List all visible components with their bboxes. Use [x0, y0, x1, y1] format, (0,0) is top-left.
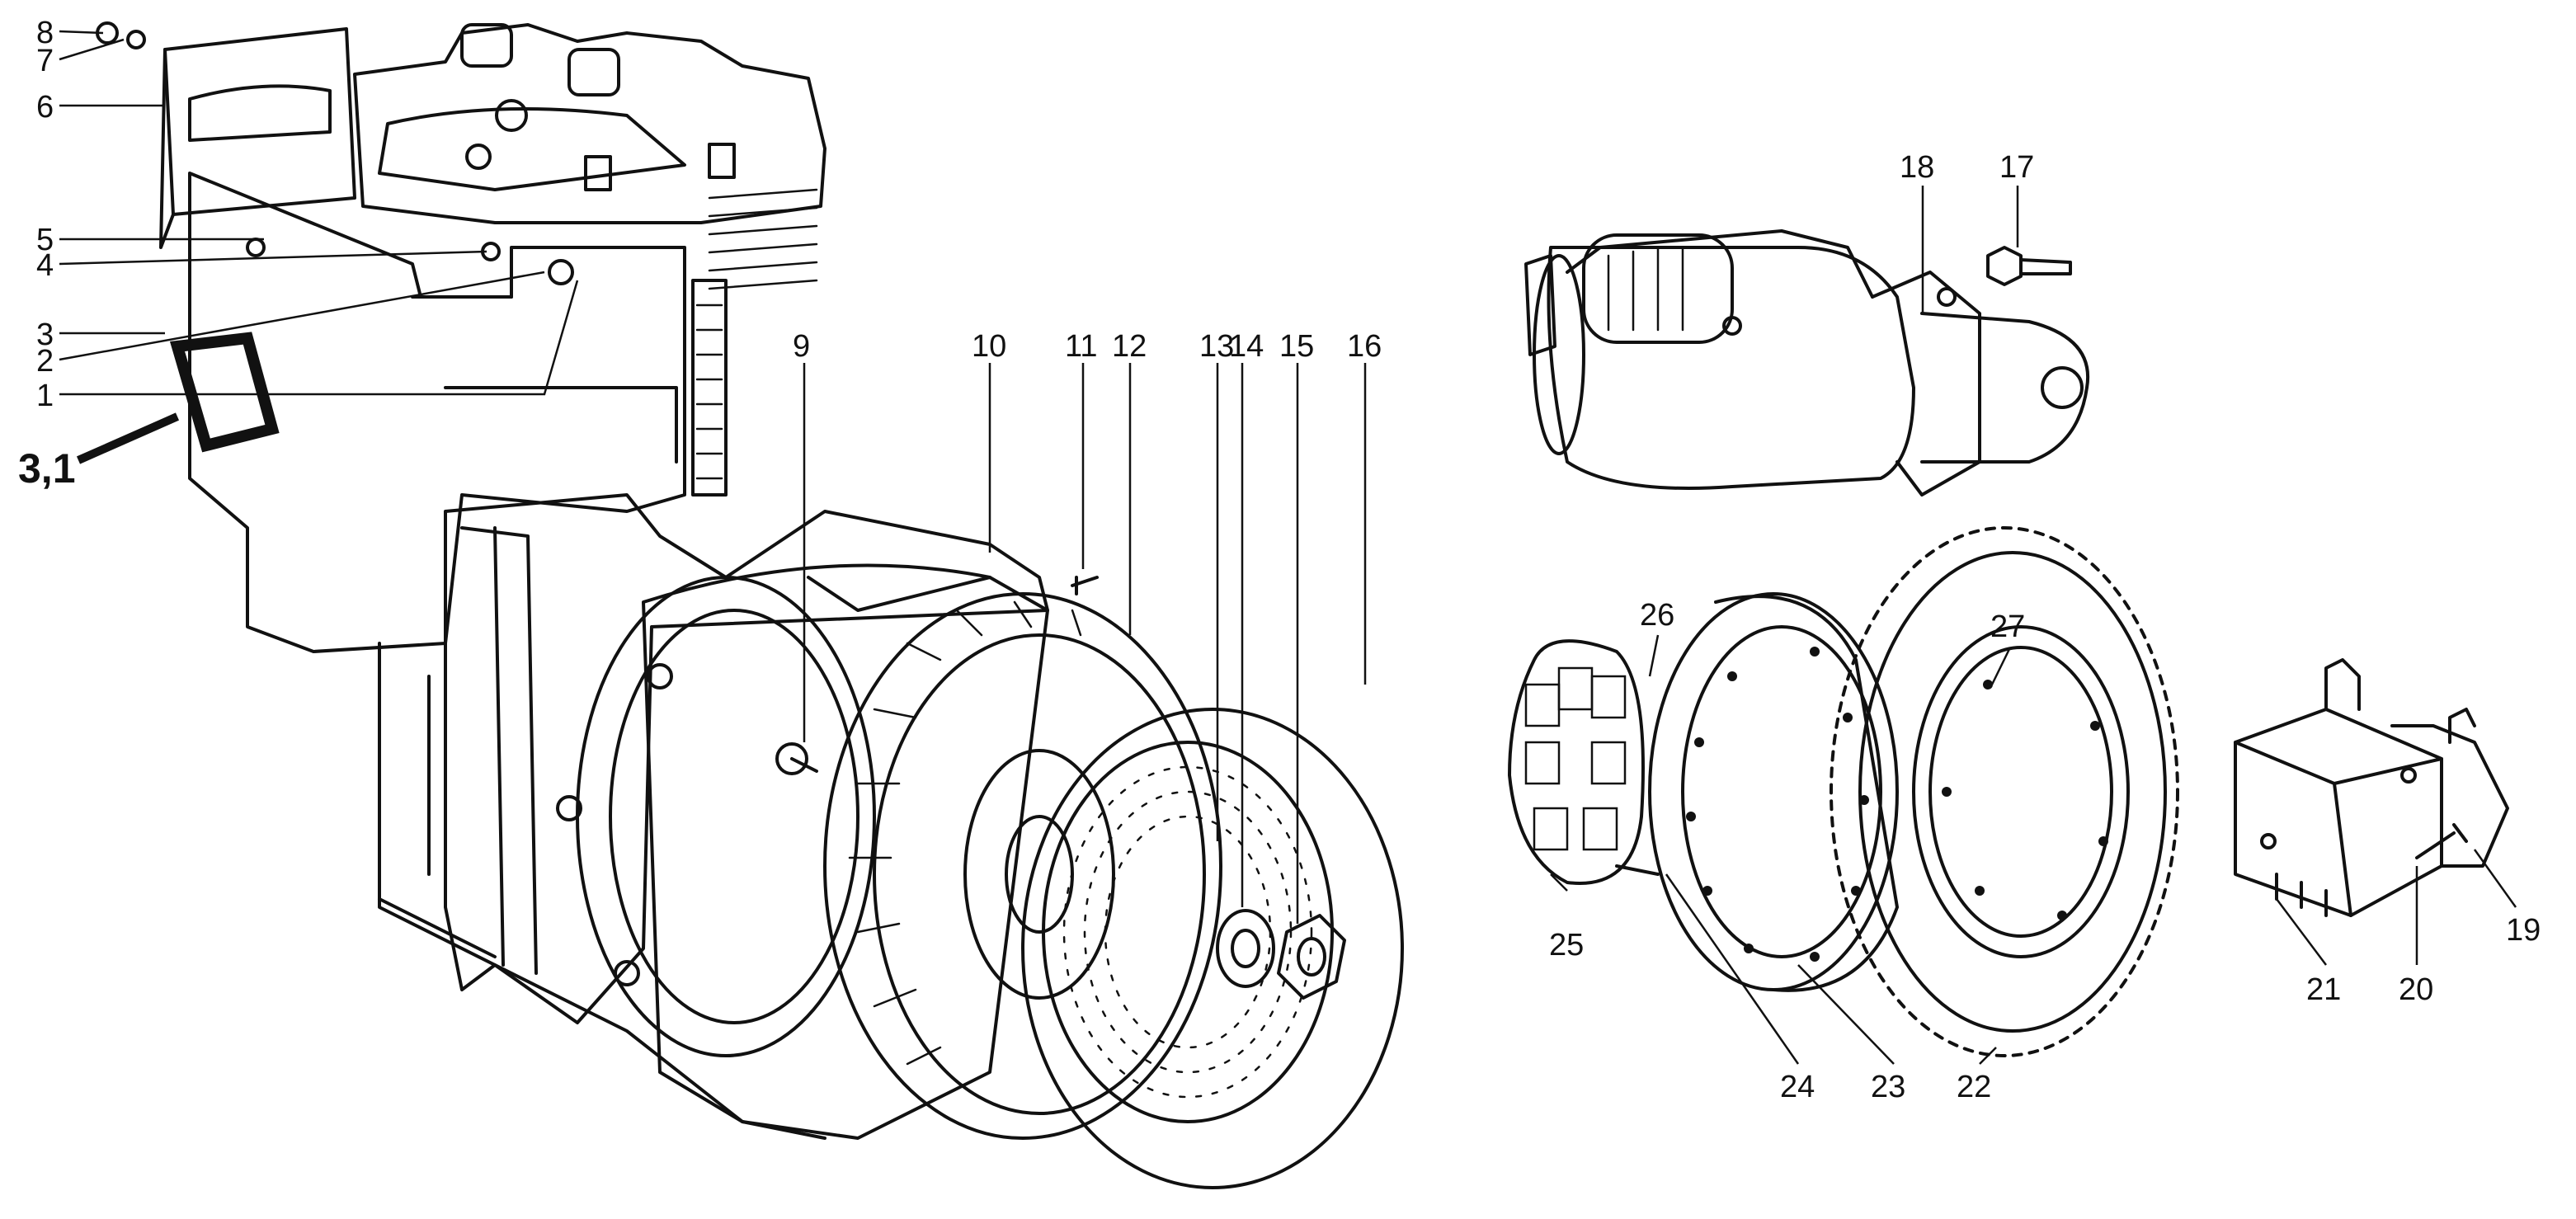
label-12: 12 — [1112, 329, 1147, 364]
label-19: 19 — [2506, 913, 2541, 948]
label-23: 23 — [1871, 1070, 1905, 1104]
label-3: 3 — [36, 318, 54, 352]
label-8: 8 — [36, 16, 54, 50]
label-17: 17 — [1999, 150, 2034, 185]
leader-lines — [59, 30, 2517, 1065]
label-16: 16 — [1347, 329, 1382, 364]
label-25: 25 — [1549, 928, 1584, 962]
label-5: 5 — [36, 223, 54, 257]
label-26: 26 — [1640, 598, 1674, 633]
label-6: 6 — [36, 90, 54, 125]
label-4: 4 — [36, 248, 54, 283]
label-10: 10 — [972, 329, 1006, 364]
label-9: 9 — [793, 329, 810, 364]
engine-assembly — [96, 21, 1404, 1189]
label-22: 22 — [1957, 1070, 1991, 1104]
label-1: 1 — [36, 379, 54, 413]
label-13: 13 — [1199, 329, 1234, 364]
starter-motor — [1524, 229, 2090, 497]
label-3-1: 3,1 — [18, 445, 76, 492]
part-labels: 8 7 6 5 4 3 2 1 3,1 9 10 11 12 13 14 15 … — [18, 16, 2541, 1104]
label-27: 27 — [1990, 610, 2025, 644]
label-7: 7 — [36, 44, 54, 78]
label-11: 11 — [1065, 329, 1097, 364]
label-18: 18 — [1900, 150, 1934, 185]
label-2: 2 — [36, 344, 54, 379]
label-20: 20 — [2399, 972, 2433, 1007]
stator-coil — [1508, 639, 1660, 885]
label-24: 24 — [1780, 1070, 1815, 1104]
ring-gear — [1830, 526, 2179, 1057]
label-14: 14 — [1229, 329, 1264, 364]
voltage-regulator — [2234, 658, 2509, 917]
label-21: 21 — [2306, 972, 2341, 1007]
label-15: 15 — [1279, 329, 1314, 364]
